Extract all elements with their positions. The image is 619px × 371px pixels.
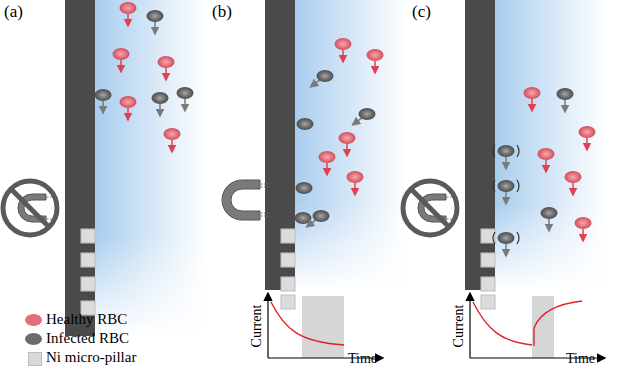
ni-pillar xyxy=(81,277,95,291)
panel-label: (c) xyxy=(412,3,431,20)
infected-rbc xyxy=(297,118,314,130)
healthy-rbc xyxy=(120,2,137,14)
ni-pillar xyxy=(81,253,95,267)
motion-arrow xyxy=(307,220,317,227)
healthy-rbc xyxy=(319,151,336,163)
ni-pillar xyxy=(281,295,295,309)
motion-arrow xyxy=(586,138,588,150)
motion-arrow xyxy=(545,160,547,172)
motion-arrow xyxy=(184,99,186,111)
axis-label: Current xyxy=(452,305,466,348)
motion-arrow xyxy=(120,60,122,72)
legend-swatch xyxy=(25,333,42,345)
motion-arrow xyxy=(346,144,348,156)
motion-arrow xyxy=(582,229,584,241)
legend-text: Infected RBC xyxy=(46,331,129,346)
infected-rbc xyxy=(541,207,558,219)
legend-text: Healthy RBC xyxy=(46,312,127,327)
healthy-rbc xyxy=(347,171,364,183)
motion-arrow xyxy=(102,101,104,113)
ni-pillar xyxy=(481,253,495,267)
infected-rbc xyxy=(359,108,376,120)
healthy-rbc xyxy=(538,148,555,160)
motion-arrow xyxy=(159,104,161,116)
panel-label: (b) xyxy=(212,3,232,20)
motion-arrow xyxy=(531,99,533,111)
axis-label: Time xyxy=(348,352,377,366)
ni-pillar xyxy=(281,229,295,243)
infected-rbc xyxy=(295,212,312,224)
healthy-rbc xyxy=(524,87,541,99)
ni-pillar xyxy=(81,229,95,243)
healthy-rbc xyxy=(565,171,582,183)
motion-arrow xyxy=(326,163,328,175)
ni-pillar xyxy=(481,295,495,309)
healthy-rbc xyxy=(335,38,352,50)
infected-rbc xyxy=(95,89,112,101)
axis-label: Current xyxy=(250,305,264,348)
panel-label: (a) xyxy=(4,3,23,20)
motion-arrow xyxy=(505,192,507,204)
vibration-mark xyxy=(493,232,519,244)
healthy-rbc xyxy=(164,128,181,140)
motion-arrow xyxy=(127,14,129,26)
infected-rbc xyxy=(317,70,334,82)
motion-arrow xyxy=(154,22,156,34)
healthy-rbc xyxy=(367,49,384,61)
infected-rbc xyxy=(498,145,515,157)
vibration-mark xyxy=(493,180,519,192)
infected-rbc xyxy=(313,210,330,222)
motion-arrow xyxy=(505,244,507,256)
ni-pillar xyxy=(281,253,295,267)
healthy-rbc xyxy=(113,48,130,60)
vibration-mark xyxy=(493,145,519,157)
motion-arrow xyxy=(564,100,566,112)
healthy-rbc xyxy=(158,56,175,68)
infected-rbc xyxy=(177,87,194,99)
motion-arrow xyxy=(505,157,507,169)
motion-arrow xyxy=(353,118,363,125)
legend-text: Ni micro-pillar xyxy=(46,350,136,365)
motion-arrow xyxy=(572,183,574,195)
infected-rbc xyxy=(498,232,515,244)
legend-swatch xyxy=(28,352,42,366)
healthy-rbc xyxy=(579,126,596,138)
motion-arrow xyxy=(165,68,167,80)
infected-rbc xyxy=(152,92,169,104)
healthy-rbc xyxy=(120,96,137,108)
motion-arrow xyxy=(127,108,129,120)
axis-label: Time xyxy=(566,352,595,366)
motion-arrow xyxy=(548,219,550,231)
infected-rbc xyxy=(498,180,515,192)
motion-arrow xyxy=(354,183,356,195)
legend-swatch xyxy=(25,314,42,326)
infected-rbc xyxy=(557,88,574,100)
motion-arrow xyxy=(374,61,376,73)
motion-arrow xyxy=(342,50,344,62)
motion-arrow xyxy=(171,140,173,152)
healthy-rbc xyxy=(575,217,592,229)
motion-arrow xyxy=(311,80,321,87)
ni-pillar xyxy=(481,277,495,291)
healthy-rbc xyxy=(339,132,356,144)
ni-pillar xyxy=(281,277,295,291)
infected-rbc xyxy=(147,10,164,22)
infected-rbc xyxy=(296,182,313,194)
